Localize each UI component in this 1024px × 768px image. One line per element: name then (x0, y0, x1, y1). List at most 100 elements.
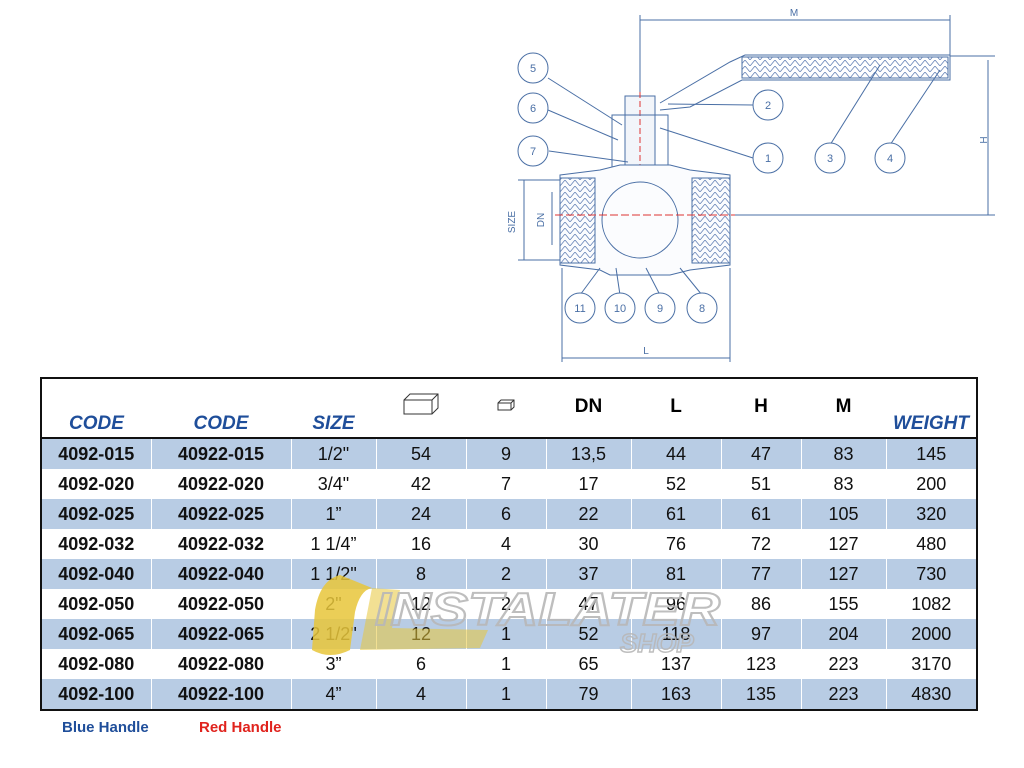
cell-code-blue: 4092-040 (41, 559, 151, 589)
cell-l: 118 (630, 619, 721, 649)
cell-small-box-qty: 1 (465, 679, 546, 710)
cell-m: 155 (800, 589, 886, 619)
cell-code-red: 40922-100 (150, 679, 291, 710)
cell-l: 96 (630, 589, 721, 619)
cell-small-box-qty: 1 (465, 649, 546, 679)
cell-weight: 730 (885, 559, 977, 589)
cell-l: 81 (630, 559, 721, 589)
callout-circle (564, 292, 596, 324)
cell-h: 97 (720, 619, 801, 649)
callout-circle (752, 142, 784, 174)
callout-circle (517, 52, 549, 84)
cell-m: 204 (800, 619, 886, 649)
cell-h: 77 (720, 559, 801, 589)
cell-box-qty: 24 (375, 499, 466, 529)
cell-size: 4” (290, 679, 376, 710)
cell-size: 1” (290, 499, 376, 529)
cell-l: 52 (630, 469, 721, 499)
cell-code-blue: 4092-100 (41, 679, 151, 710)
cell-box-qty: 54 (375, 438, 466, 469)
cell-code-red: 40922-032 (150, 529, 291, 559)
cell-dn: 47 (545, 589, 631, 619)
callout-circle (814, 142, 846, 174)
callout-circle (874, 142, 906, 174)
box-icon (403, 393, 439, 415)
callout-number: 2 (765, 100, 771, 112)
cell-box-qty: 6 (375, 649, 466, 679)
callout-circle (752, 89, 784, 121)
cell-code-red: 40922-065 (150, 619, 291, 649)
cell-code-blue: 4092-050 (58, 593, 135, 614)
callout-number: 6 (530, 103, 536, 115)
cell-dn: 37 (545, 559, 631, 589)
cell-dn: 22 (545, 499, 631, 529)
cell-m: 105 (800, 499, 886, 529)
header-size: SIZE (291, 378, 376, 439)
callout-circle (517, 92, 549, 124)
cell-l: 61 (630, 499, 721, 529)
callout-circle (604, 292, 636, 324)
cell-dn: 79 (545, 679, 631, 710)
dim-m-label: M (790, 8, 798, 19)
cell-weight: 3170 (885, 649, 977, 679)
cell-h: 47 (720, 438, 801, 469)
header-m: M (801, 378, 886, 439)
cell-h: 123 (720, 649, 801, 679)
cell-code-red: 40922-050 (150, 589, 291, 619)
header-code-red: CODE (151, 378, 291, 439)
cell-m: 83 (800, 438, 886, 469)
cell-small-box-qty: 2 (465, 589, 546, 619)
cell-code-red: 40922-040 (150, 559, 291, 589)
dim-dn-label: DN (536, 213, 547, 227)
callout-circle (644, 292, 676, 324)
cell-small-box-qty: 7 (465, 469, 546, 499)
cell-box-qty: 4 (375, 679, 466, 710)
cell-small-box-qty: 6 (465, 499, 546, 529)
cell-dn: 30 (545, 529, 631, 559)
cell-box-qty: 12 (375, 619, 466, 649)
cell-weight: 320 (885, 499, 977, 529)
callout-number: 4 (887, 153, 893, 165)
cell-m: 223 (800, 649, 886, 679)
callout-number: 1 (765, 153, 771, 165)
callout-number: 7 (530, 146, 536, 158)
header-code-blue: CODE (41, 378, 151, 439)
cell-box-qty: 42 (375, 469, 466, 499)
callout-number: 10 (614, 303, 626, 315)
cell-weight: 145 (885, 438, 977, 469)
cell-m: 223 (800, 679, 886, 710)
cell-box-qty: 8 (375, 559, 466, 589)
cell-m: 127 (800, 529, 886, 559)
cell-code-blue: 4092-032 (58, 533, 135, 554)
cell-box-qty: 16 (375, 529, 466, 559)
cell-l: 163 (630, 679, 721, 710)
cell-small-box-qty: 4 (465, 529, 546, 559)
cell-code-blue: 4092-080 (58, 653, 135, 674)
cell-h: 135 (720, 679, 801, 710)
cell-size: 1 1/4” (290, 529, 376, 559)
cell-size: 1 1/2" (290, 559, 376, 589)
cell-code-red: 40922-015 (150, 438, 291, 469)
cell-code-red: 40922-080 (150, 649, 291, 679)
cell-h: 61 (720, 499, 801, 529)
header-box-icon (376, 378, 466, 439)
header-small-box-icon (466, 378, 546, 439)
table-header-row: CODE CODE SIZE DN L H M WEIGHT (41, 378, 977, 439)
cell-dn: 65 (545, 649, 631, 679)
cell-size: 3” (290, 649, 376, 679)
cell-code-blue: 4092-065 (41, 619, 151, 649)
callout-number: 9 (657, 303, 663, 315)
header-l: L (631, 378, 721, 439)
small-box-icon (497, 399, 515, 411)
callout-number: 8 (699, 303, 705, 315)
cell-weight: 2000 (885, 619, 977, 649)
cell-h: 86 (720, 589, 801, 619)
